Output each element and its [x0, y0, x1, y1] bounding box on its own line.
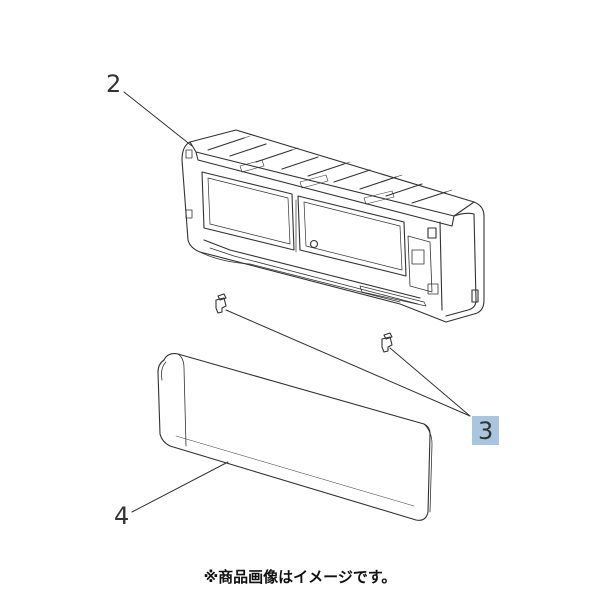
leader-3a: [225, 309, 471, 417]
leader-3b: [389, 347, 471, 417]
clip-right: [381, 332, 393, 353]
leader-2: [123, 91, 193, 147]
front-panel: [157, 353, 433, 521]
image-disclaimer: ※商品画像はイメージです。: [203, 568, 397, 586]
leader-4: [131, 461, 229, 513]
clip-left: [215, 293, 227, 314]
callout-3: 3: [472, 416, 500, 445]
leader-lines: [123, 91, 471, 513]
callout-2: 2: [106, 70, 122, 98]
indoor-unit-body: [181, 129, 485, 323]
callout-4: 4: [114, 502, 130, 530]
